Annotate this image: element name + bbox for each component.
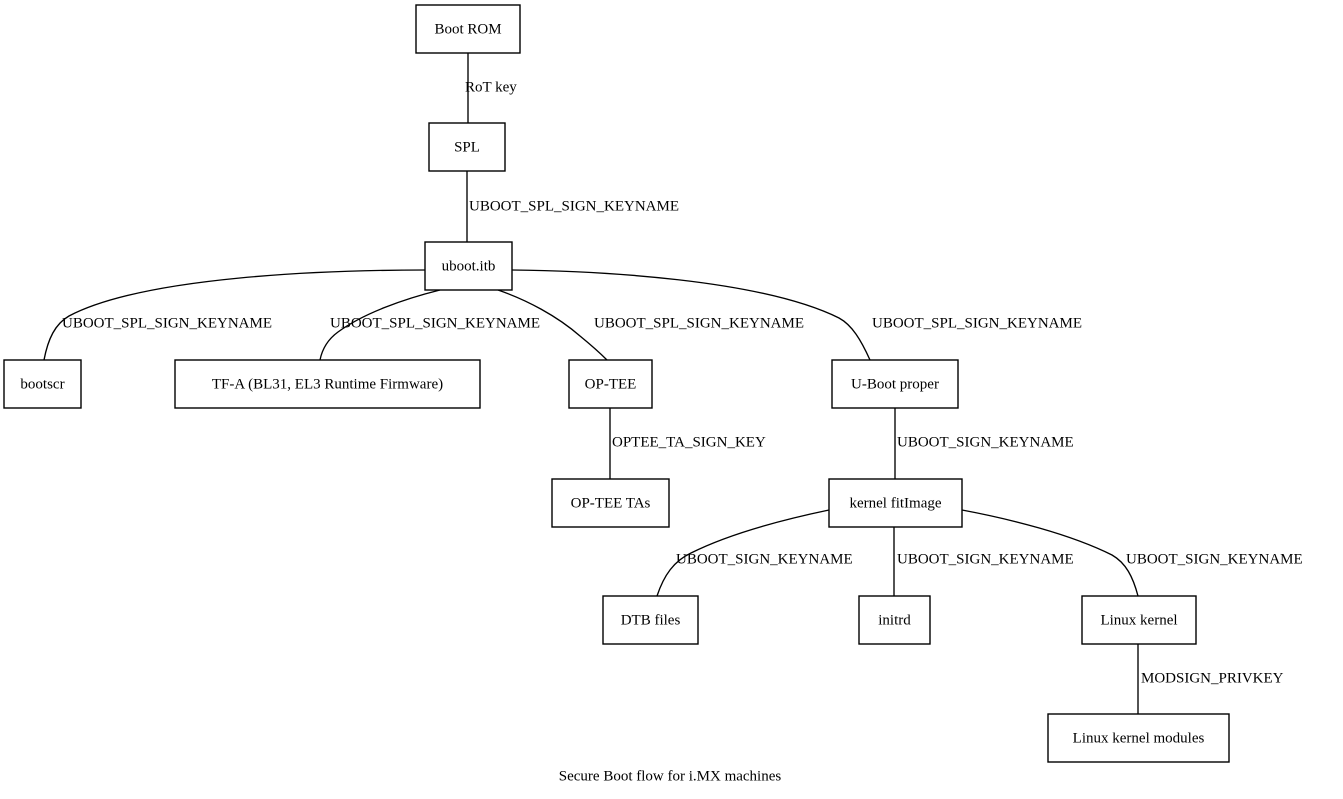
node-label-op-tee-tas: OP-TEE TAs: [571, 495, 651, 511]
node-label-u-boot-proper: U-Boot proper: [851, 376, 939, 392]
node-box-dtb-files: [602, 595, 699, 645]
node-box-spl: [428, 122, 506, 172]
edge-uboot-itb-to-bootscr: [43, 269, 426, 361]
edge-label-spl-to-uboot-itb: UBOOT_SPL_SIGN_KEYNAME: [469, 198, 679, 214]
node-box-op-tee-tas: [551, 478, 670, 528]
node-label-tf-a: TF-A (BL31, EL3 Runtime Firmware): [212, 376, 443, 392]
node-tf-a[interactable]: TF-A (BL31, EL3 Runtime Firmware): [174, 359, 481, 409]
node-u-boot-proper[interactable]: U-Boot proper: [831, 359, 959, 409]
edge-label-fitimage-to-linux-kernel: UBOOT_SIGN_KEYNAME: [1126, 551, 1303, 567]
edge-uboot-itb-to-op-tee: [497, 289, 608, 361]
node-label-initrd: initrd: [878, 612, 911, 628]
node-box-op-tee: [568, 359, 653, 409]
node-op-tee-tas[interactable]: OP-TEE TAs: [551, 478, 670, 528]
node-box-linux-kernel-modules: [1047, 713, 1230, 763]
edge-label-uboot-itb-to-bootscr: UBOOT_SPL_SIGN_KEYNAME: [62, 315, 272, 331]
node-spl[interactable]: SPL: [428, 122, 506, 172]
edge-label-op-tee-to-op-tee-tas: OPTEE_TA_SIGN_KEY: [612, 434, 766, 450]
diagram-caption: Secure Boot flow for i.MX machines: [559, 768, 782, 784]
node-label-op-tee: OP-TEE: [585, 376, 637, 392]
edge-uboot-itb-to-tf-a: [319, 289, 441, 361]
edge-label-linux-kernel-to-modules: MODSIGN_PRIVKEY: [1141, 670, 1284, 686]
edge-label-fitimage-to-dtb-files: UBOOT_SIGN_KEYNAME: [676, 551, 853, 567]
node-box-kernel-fitimage: [828, 478, 963, 528]
node-linux-kernel[interactable]: Linux kernel: [1081, 595, 1197, 645]
edge-fitimage-to-linux-kernel: [961, 509, 1139, 597]
node-box-tf-a: [174, 359, 481, 409]
node-label-spl: SPL: [454, 139, 480, 155]
node-boot-rom[interactable]: Boot ROM: [415, 4, 521, 54]
node-label-bootscr: bootscr: [20, 376, 64, 392]
node-box-linux-kernel: [1081, 595, 1197, 645]
node-label-uboot-itb: uboot.itb: [442, 258, 496, 274]
edge-label-boot-rom-to-spl: RoT key: [465, 79, 517, 95]
edge-label-fitimage-to-initrd: UBOOT_SIGN_KEYNAME: [897, 551, 1074, 567]
node-box-bootscr: [3, 359, 82, 409]
node-label-boot-rom: Boot ROM: [434, 21, 501, 37]
node-label-dtb-files: DTB files: [621, 612, 681, 628]
node-dtb-files[interactable]: DTB files: [602, 595, 699, 645]
node-box-boot-rom: [415, 4, 521, 54]
edge-uboot-itb-to-u-boot-proper: [511, 269, 871, 361]
edge-label-uboot-itb-to-op-tee: UBOOT_SPL_SIGN_KEYNAME: [594, 315, 804, 331]
node-bootscr[interactable]: bootscr: [3, 359, 82, 409]
nodes-layer: Boot ROM SPL uboot.itb bootscr TF-A (BL31, E…: [3, 4, 1230, 763]
edge-label-u-boot-proper-to-fitimage: UBOOT_SIGN_KEYNAME: [897, 434, 1074, 450]
node-linux-kernel-modules[interactable]: Linux kernel modules: [1047, 713, 1230, 763]
edge-fitimage-to-dtb-files: [656, 509, 830, 597]
node-label-linux-kernel: Linux kernel: [1100, 612, 1177, 628]
node-initrd[interactable]: initrd: [858, 595, 931, 645]
node-box-initrd: [858, 595, 931, 645]
node-label-kernel-fitimage: kernel fitImage: [849, 495, 941, 511]
node-box-uboot-itb: [424, 241, 513, 291]
node-uboot-itb[interactable]: uboot.itb: [424, 241, 513, 291]
node-op-tee[interactable]: OP-TEE: [568, 359, 653, 409]
edges-layer: [43, 53, 1139, 714]
edge-label-uboot-itb-to-u-boot-proper: UBOOT_SPL_SIGN_KEYNAME: [872, 315, 1082, 331]
edge-label-uboot-itb-to-tf-a: UBOOT_SPL_SIGN_KEYNAME: [330, 315, 540, 331]
node-box-u-boot-proper: [831, 359, 959, 409]
node-kernel-fitimage[interactable]: kernel fitImage: [828, 478, 963, 528]
node-label-linux-kernel-modules: Linux kernel modules: [1073, 730, 1205, 746]
